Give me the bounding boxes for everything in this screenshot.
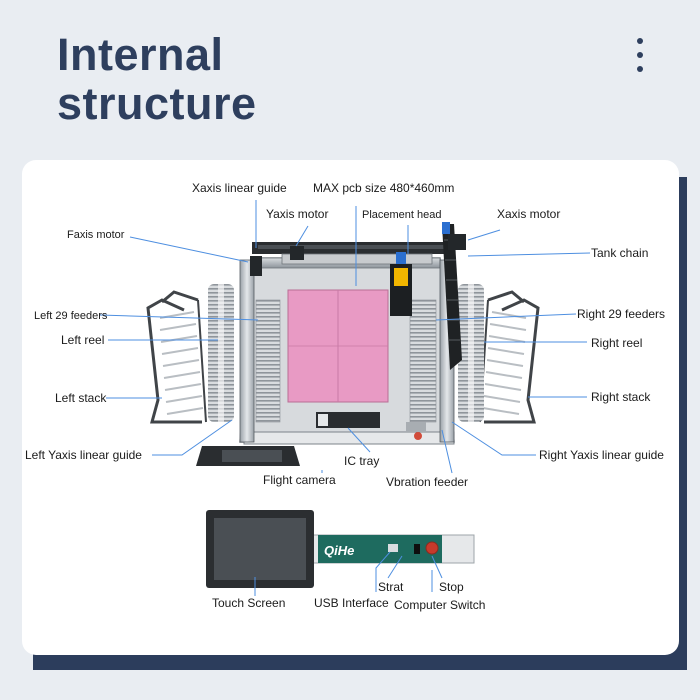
label-yaxis-motor: Yaxis motor (266, 207, 329, 221)
touch-screen (206, 510, 314, 588)
label-placement-head: Placement head (362, 209, 442, 221)
page-title: Internal structure (57, 30, 257, 128)
right-reel (458, 284, 484, 422)
label-ic-tray: IC tray (344, 454, 380, 468)
label-left-29-feeders: Left 29 feeders (34, 310, 108, 322)
label-computer-switch: Computer Switch (394, 598, 486, 612)
xaxis-motor (442, 222, 466, 250)
label-xaxis-motor: Xaxis motor (497, 207, 561, 221)
machine-diagram: QiHe (99, 200, 591, 596)
label-right-stack: Right stack (591, 390, 651, 404)
label-faxis-motor: Faxis motor (67, 229, 125, 241)
pcb-bed (287, 289, 389, 403)
left-stack (146, 290, 207, 424)
label-strat: Strat (378, 580, 404, 594)
label-stop: Stop (439, 580, 464, 594)
yaxis-motor (290, 246, 304, 260)
x-gantry (252, 242, 452, 265)
label-right-yaxis-linear-guide: Right Yaxis linear guide (539, 448, 664, 462)
label-right-reel: Right reel (591, 336, 643, 350)
title-line-1: Internal (57, 29, 224, 80)
right-stack (479, 290, 540, 424)
left-29-feeders (255, 299, 281, 423)
vibration-feeder (406, 422, 426, 440)
vertical-dots-icon[interactable] (628, 38, 652, 82)
label-right-29-feeders: Right 29 feeders (577, 307, 666, 321)
label-vibration-feeder: Vbration feeder (386, 475, 469, 489)
label-left-reel: Left reel (61, 333, 105, 347)
label-flight-camera: Flight camera (263, 473, 336, 487)
left-reel (208, 284, 234, 422)
label-xaxis-linear-guide: Xaxis linear guide (192, 181, 287, 195)
placement-head (390, 252, 412, 316)
qihe-logo: QiHe (324, 543, 354, 558)
ic-tray (316, 412, 380, 428)
right-29-feeders (409, 299, 437, 423)
title-line-2: structure (57, 78, 257, 129)
label-left-stack: Left stack (55, 391, 107, 405)
label-max-pcb-size: MAX pcb size 480*460mm (313, 181, 455, 195)
label-tank-chain: Tank chain (591, 246, 649, 260)
leader-lines (99, 200, 591, 474)
label-touch-screen: Touch Screen (212, 596, 286, 610)
structure-card: QiHe Xaxis linear guide MAX pcb size 480… (22, 160, 679, 655)
label-usb-interface: USB Interface (314, 596, 389, 610)
flight-camera (196, 446, 300, 466)
control-panel: QiHe (307, 534, 475, 564)
label-left-yaxis-linear-guide: Left Yaxis linear guide (25, 448, 142, 462)
faxis-motor (250, 256, 262, 276)
